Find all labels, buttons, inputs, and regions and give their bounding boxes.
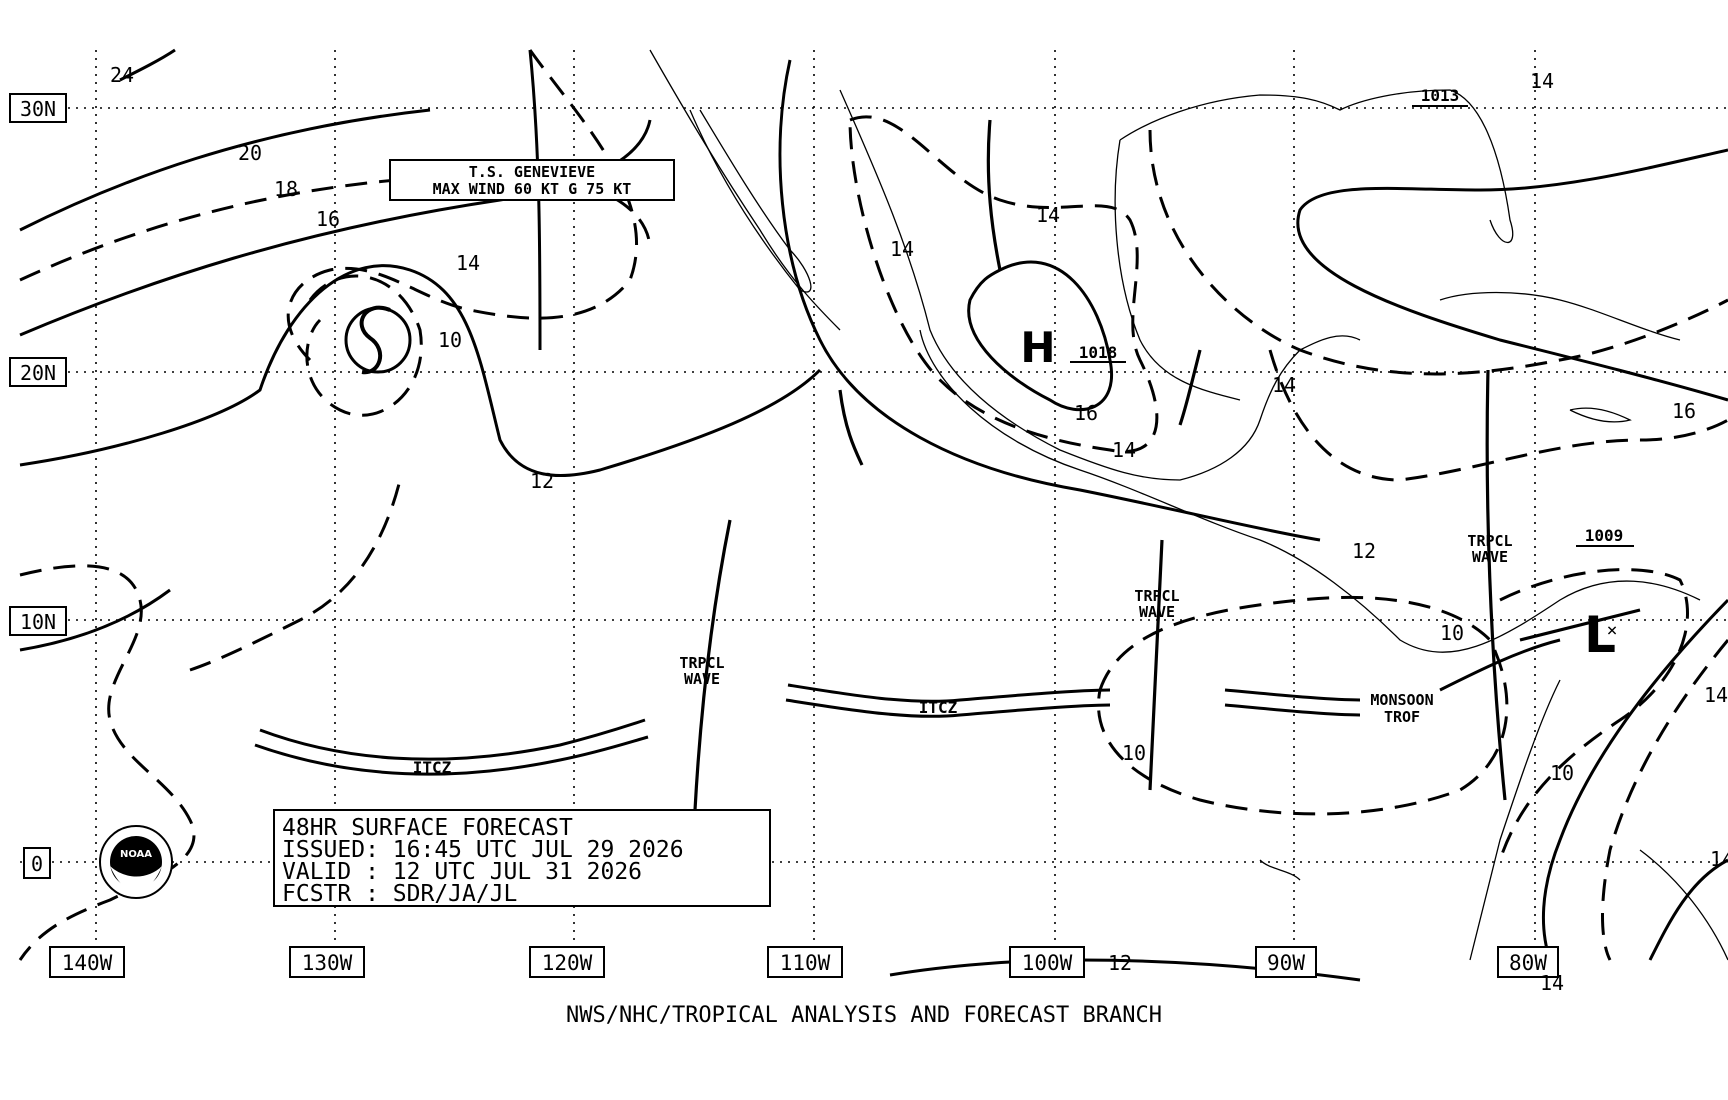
svg-text:MONSOON: MONSOON xyxy=(1370,691,1433,709)
itcz-label: ITCZ xyxy=(919,698,958,717)
fronts-and-waves xyxy=(693,119,1641,811)
isobar-label: 10 xyxy=(1550,761,1574,785)
lat-label-20n: 20N xyxy=(20,361,56,385)
isobar-label: 12 xyxy=(1352,539,1376,563)
isobar-label: 14 xyxy=(1112,438,1136,462)
lat-label-0: 0 xyxy=(31,852,43,876)
noaa-logo: NOAA xyxy=(99,825,173,899)
isobar-label: 14 xyxy=(1704,683,1728,707)
lon-label-110w: 110W xyxy=(780,951,831,975)
svg-text:TROF: TROF xyxy=(1384,708,1420,726)
low-pressure-symbol: L xyxy=(1584,606,1616,664)
isobar-label: 14 xyxy=(1272,373,1296,397)
isobar-label: 14 xyxy=(890,237,914,261)
forecast-title: 48HR SURFACE FORECAST xyxy=(282,815,573,841)
high-pressure-center: H 1018 xyxy=(1020,323,1126,372)
isobar-label: 16 xyxy=(316,207,340,231)
high-pressure-value: 1018 xyxy=(1079,343,1118,362)
latitude-labels: 30N 20N 10N 0 xyxy=(9,93,67,879)
lon-label-80w: 80W xyxy=(1509,951,1547,975)
pressure-1013-label: 1013 xyxy=(1412,86,1468,107)
itcz-bands xyxy=(254,638,1561,776)
lon-label-100w: 100W xyxy=(1022,951,1073,975)
coastlines xyxy=(649,49,1728,961)
high-pressure-symbol: H xyxy=(1020,323,1055,372)
tropical-wave-labels: TRPCL WAVE TRPCL WAVE TRPCL WAVE xyxy=(679,532,1512,688)
tropical-storm-icon xyxy=(344,305,412,375)
longitude-labels: 140W 130W 120W 110W 100W 90W 80W xyxy=(49,946,1559,978)
isobar-label: 10 xyxy=(438,328,462,352)
isobar-label: 10 xyxy=(1440,621,1464,645)
isobar-label: 16 xyxy=(1074,401,1098,425)
svg-text:1013: 1013 xyxy=(1421,86,1460,105)
trpcl-wave-label: WAVE xyxy=(1139,603,1175,621)
trpcl-wave-label: WAVE xyxy=(684,670,720,688)
isobar-label: 14 xyxy=(1530,69,1554,93)
lat-label-30n: 30N xyxy=(20,97,56,121)
isobar-label: 14 xyxy=(1710,847,1728,871)
isobar-label: 12 xyxy=(1108,951,1132,975)
lon-label-140w: 140W xyxy=(62,951,113,975)
forecast-issued: ISSUED: 16:45 UTC JUL 29 2026 xyxy=(282,837,684,863)
isobar-label: 24 xyxy=(110,63,134,87)
trpcl-wave-label: WAVE xyxy=(1472,548,1508,566)
low-pressure-value: 1009 xyxy=(1585,526,1624,545)
isobar-label: 14 xyxy=(456,251,480,275)
lat-label-10n: 10N xyxy=(20,610,56,634)
trpcl-wave-label: TRPCL xyxy=(679,654,724,672)
lon-label-90w: 90W xyxy=(1267,951,1305,975)
itcz-label: ITCZ xyxy=(413,758,452,777)
isobar-label: 16 xyxy=(1672,399,1696,423)
forecast-info-box: 48HR SURFACE FORECAST ISSUED: 16:45 UTC … xyxy=(273,809,771,907)
storm-name: T.S. GENEVIEVE xyxy=(469,163,595,181)
isobar-label: 10 xyxy=(1122,741,1146,765)
isobar-value-labels: 24 20 18 16 14 10 12 14 14 16 14 14 12 1… xyxy=(110,63,1728,995)
lon-label-120w: 120W xyxy=(542,951,593,975)
monsoon-trough-label: MONSOON TROF xyxy=(1370,691,1433,726)
forecast-valid: VALID : 12 UTC JUL 31 2026 xyxy=(282,859,642,885)
isobar-label: 12 xyxy=(530,469,554,493)
storm-max-wind: MAX WIND 60 KT G 75 KT xyxy=(433,180,632,198)
storm-info-box: T.S. GENEVIEVE MAX WIND 60 KT G 75 KT xyxy=(389,159,675,201)
isobar-label: 20 xyxy=(238,141,262,165)
low-pressure-center: L × 1009 xyxy=(1576,526,1634,664)
isobar-label: 14 xyxy=(1540,971,1564,995)
trpcl-wave-label: TRPCL xyxy=(1134,587,1179,605)
lon-label-130w: 130W xyxy=(302,951,353,975)
chart-footer: NWS/NHC/TROPICAL ANALYSIS AND FORECAST B… xyxy=(566,1003,1162,1028)
svg-text:NOAA: NOAA xyxy=(120,849,152,860)
isobar-label: 18 xyxy=(274,177,298,201)
itcz-labels: ITCZ ITCZ xyxy=(413,698,958,777)
isobar-label: 14 xyxy=(1036,203,1060,227)
low-center-mark-icon: × xyxy=(1607,620,1618,641)
forecast-forecasters: FCSTR : SDR/JA/JL xyxy=(282,881,517,907)
trpcl-wave-label: TRPCL xyxy=(1467,532,1512,550)
